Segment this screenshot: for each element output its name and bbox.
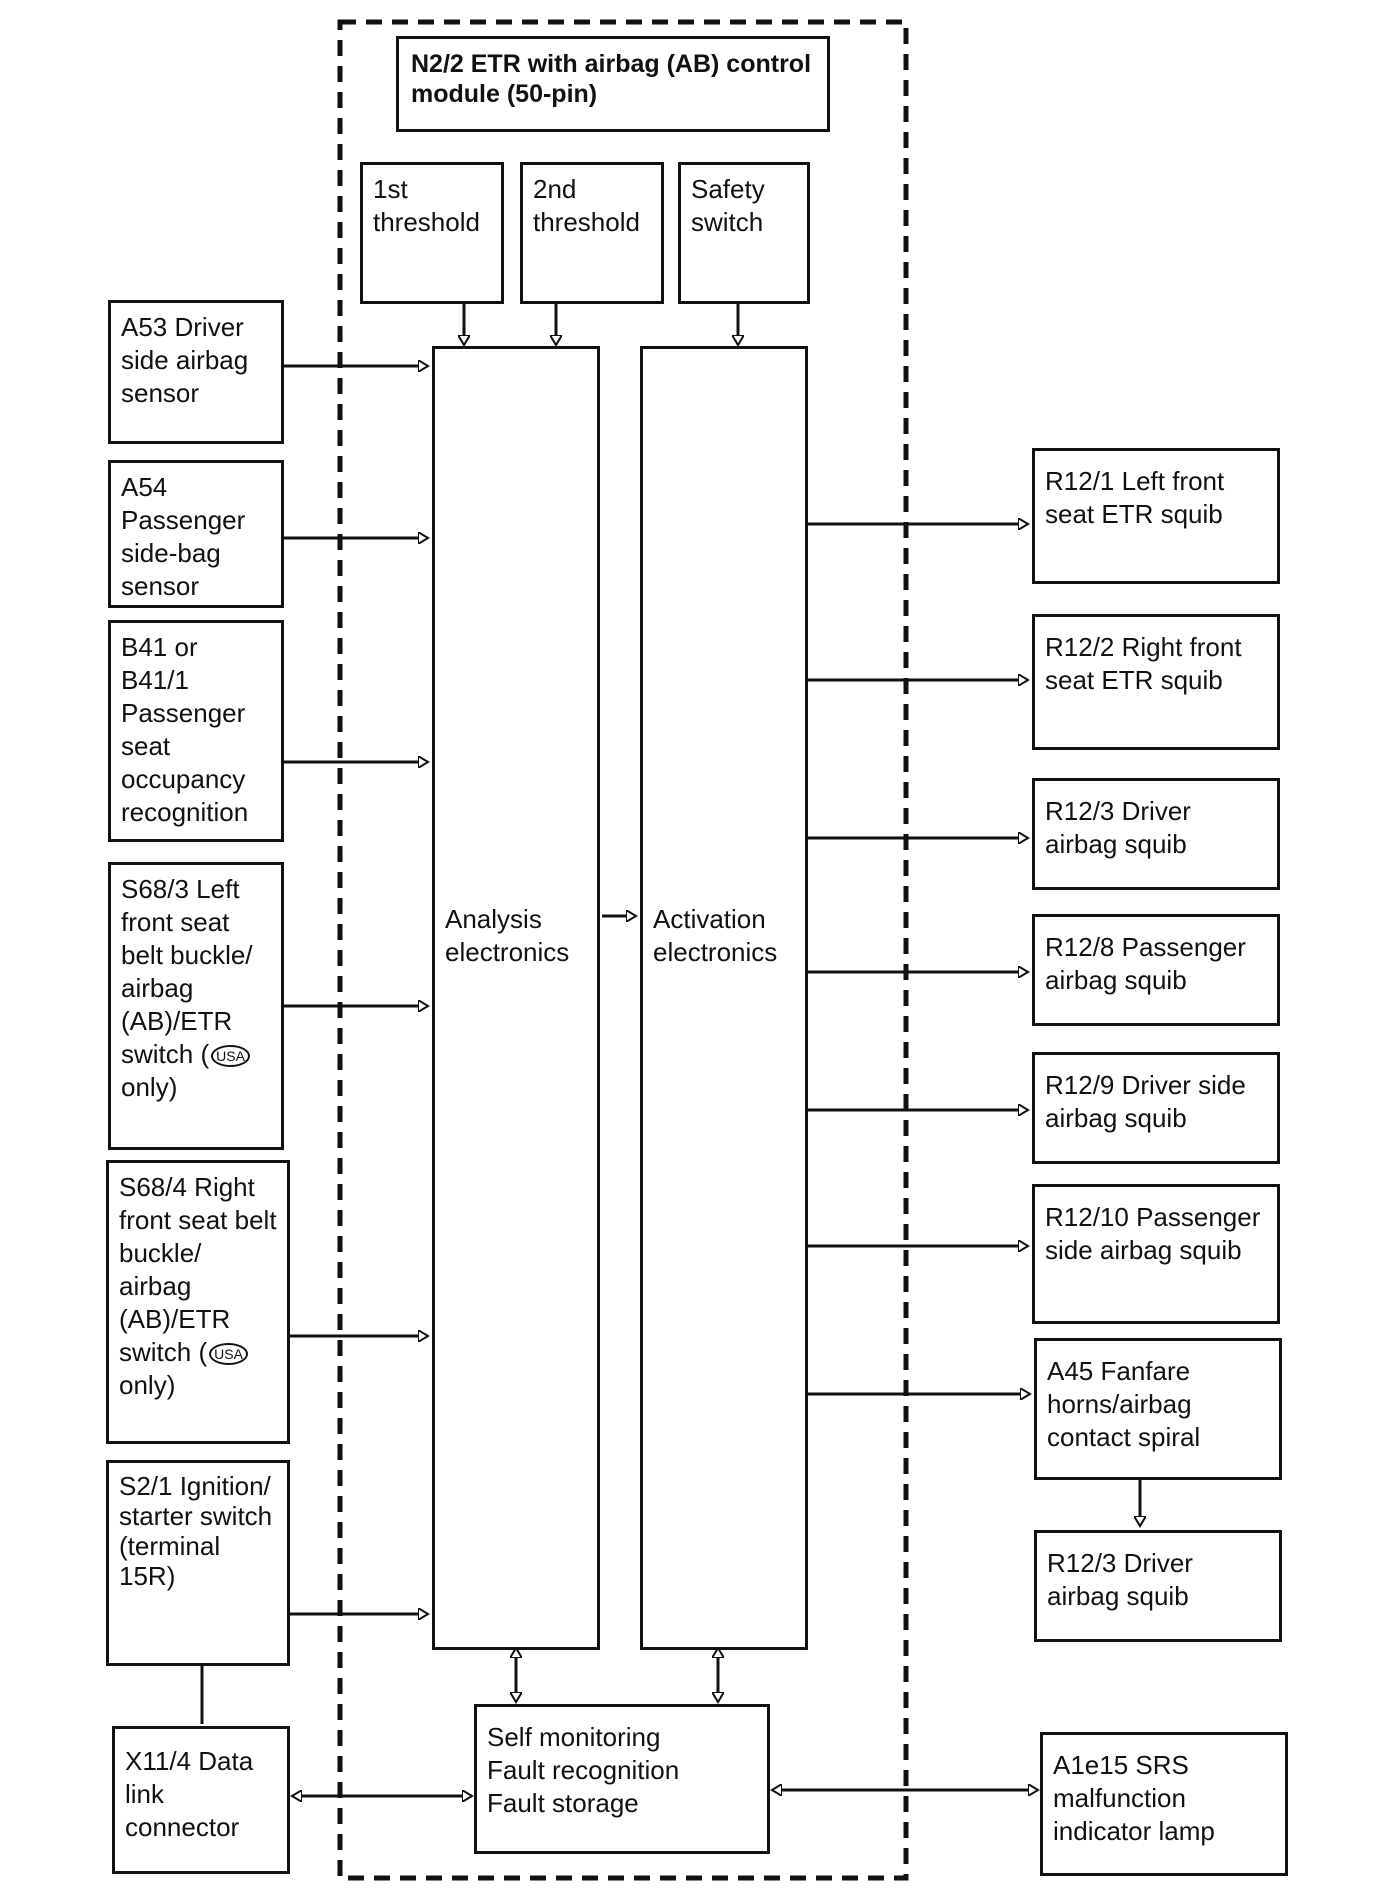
- output-r12-8: R12/8 Passenger airbag squib: [1032, 914, 1280, 1026]
- output-r12-2: R12/2 Right front seat ETR squib: [1032, 614, 1280, 750]
- activation-electronics-box: Activation electronics: [640, 346, 808, 1650]
- input-x11-4: X11/4 Data link connector: [112, 1726, 290, 1874]
- output-a45: A45 Fanfare horns/airbag contact spiral: [1034, 1338, 1282, 1480]
- output-r12-1: R12/1 Left front seat ETR squib: [1032, 448, 1280, 584]
- output-r12-3-secondary: R12/3 Driver airbag squib: [1034, 1530, 1282, 1642]
- input-b41: B41 or B41/1 Passenger seat occupancy re…: [108, 620, 284, 842]
- input-s68-3-suffix: only): [121, 1072, 178, 1102]
- input-s68-4: S68/4 Right front seat belt buckle/ airb…: [106, 1160, 290, 1444]
- module-title: N2/2 ETR with airbag (AB) control module…: [396, 36, 830, 132]
- input-s68-4-label: S68/4 Right front seat belt buckle/ airb…: [119, 1172, 277, 1367]
- output-r12-9: R12/9 Driver side airbag squib: [1032, 1052, 1280, 1164]
- input-a53: A53 Driver side airbag sensor: [108, 300, 284, 444]
- safety-switch-box: Safety switch: [678, 162, 810, 304]
- output-r12-10: R12/10 Passenger side airbag squib: [1032, 1184, 1280, 1324]
- analysis-electronics-label: Analysis electronics: [445, 904, 570, 967]
- usa-badge-icon: USA: [209, 1343, 248, 1366]
- input-a54: A54 Passenger side-bag sensor: [108, 460, 284, 608]
- activation-electronics-label: Activation electronics: [653, 904, 778, 967]
- output-a1e15: A1e15 SRS malfunction indicator lamp: [1040, 1732, 1288, 1876]
- self-monitoring-box: Self monitoring Fault recognition Fault …: [474, 1704, 770, 1854]
- input-s68-3: S68/3 Left front seat belt buckle/ airba…: [108, 862, 284, 1150]
- input-s68-3-label: S68/3 Left front seat belt buckle/ airba…: [121, 874, 253, 1069]
- input-s2-1: S2/1 Ignition/ starter switch (terminal …: [106, 1460, 290, 1666]
- threshold-1-box: 1st threshold: [360, 162, 504, 304]
- threshold-2-box: 2nd threshold: [520, 162, 664, 304]
- usa-badge-icon: USA: [211, 1045, 250, 1068]
- module-boundary: [337, 19, 909, 1881]
- input-s68-4-suffix: only): [119, 1370, 176, 1400]
- analysis-electronics-box: Analysis electronics: [432, 346, 600, 1650]
- output-r12-3: R12/3 Driver airbag squib: [1032, 778, 1280, 890]
